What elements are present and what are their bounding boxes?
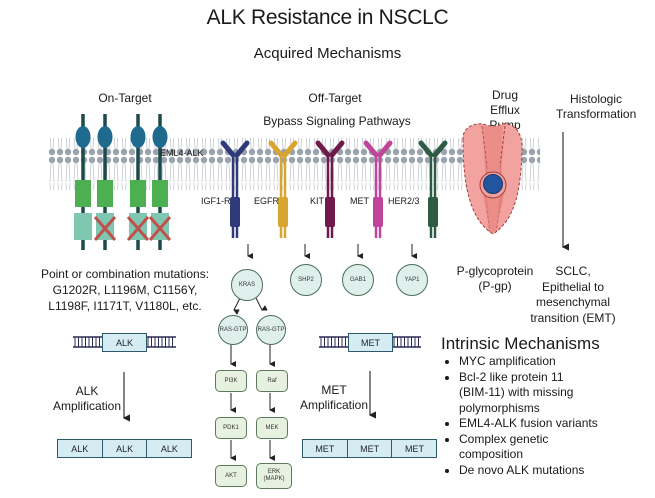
- receptor-head: [75, 126, 91, 148]
- receptor-label: IGF1-R: [201, 196, 231, 206]
- intrinsic-item: De novo ALK mutations: [459, 463, 651, 479]
- mutations-title: Point or combination mutations:: [40, 267, 210, 281]
- alk-copy: ALK: [101, 439, 148, 458]
- histologic-line: Transformation: [556, 107, 637, 121]
- drug-molecule: [483, 174, 503, 194]
- receptor-head: [97, 126, 113, 148]
- mutations-line: G1202R, L1196M, C1156Y,: [52, 283, 198, 297]
- mutation-x-icon: [93, 216, 117, 241]
- bypass-receptor: [268, 140, 298, 238]
- bypass-receptor: [418, 140, 448, 238]
- kinase-lower-domain: [74, 213, 92, 240]
- receptor-head: [152, 126, 168, 148]
- bypass-heading: Bypass Signaling Pathways: [263, 114, 411, 128]
- dna-strand: [146, 336, 176, 348]
- receptor-label: KIT: [310, 196, 325, 206]
- transformation-label: SCLC, Epithelial to mesenchymal transiti…: [528, 264, 618, 326]
- node-ras-gtp: RAS-GTP: [218, 315, 248, 345]
- pgp-label: P-glycoprotein (P-gp): [450, 264, 540, 294]
- kinase-domain: [75, 180, 91, 207]
- node-gab1: GAB1: [342, 264, 374, 296]
- kinase-domain: [97, 180, 113, 207]
- box-raf: Raf: [256, 370, 288, 392]
- transformation-line: mesenchymal: [535, 295, 611, 309]
- alk-amplified-genes: ALK ALK ALK: [56, 439, 193, 458]
- diagram-subtitle: Acquired Mechanisms: [253, 45, 402, 62]
- receptor-label: EGFR: [254, 196, 280, 206]
- bypass-receptor: [220, 140, 250, 238]
- intrinsic-item: EML4-ALK fusion variants: [459, 416, 651, 432]
- node-ras-gtp: RAS-GTP: [256, 315, 286, 345]
- kinase-domain: [130, 180, 146, 207]
- box-pdk1: PDK1: [215, 417, 247, 439]
- drug-efflux-line: Efflux: [490, 103, 520, 117]
- met-copy: MET: [346, 439, 393, 458]
- box-akt: AKT: [215, 465, 247, 487]
- dna-strand: [73, 336, 102, 348]
- met-amp-line: MET: [321, 383, 347, 397]
- cell-membrane: [48, 138, 468, 190]
- receptor-label: HER2/3: [388, 196, 420, 206]
- intrinsic-list: MYC amplification Bcl-2 like protein 11 …: [441, 354, 651, 478]
- bypass-receptor: [363, 140, 393, 238]
- receptor-label: MET: [350, 196, 369, 206]
- mutations-line: L1198F, I1171T, V1180L, etc.: [48, 299, 202, 313]
- alk-copy: ALK: [56, 439, 103, 458]
- mutation-x-icon: [126, 216, 150, 241]
- node-shp2: SHP2: [290, 264, 322, 296]
- eml4-alk-label: EML4-ALK: [160, 148, 204, 158]
- met-copy: MET: [391, 439, 438, 458]
- receptor-head: [130, 126, 146, 148]
- alk-amp-line: ALK: [75, 384, 99, 398]
- dna-strand: [319, 336, 348, 348]
- met-amp-line: Amplification: [300, 398, 369, 412]
- diagram-title: ALK Resistance in NSCLC: [206, 6, 449, 29]
- box-mek: MEK: [256, 417, 288, 439]
- cell-membrane-right: [520, 138, 540, 190]
- kras-arrow-right: [255, 297, 268, 311]
- dna-strand: [392, 336, 421, 348]
- transformation-line: Epithelial to: [541, 279, 605, 294]
- alk-gene: ALK: [102, 333, 147, 352]
- histologic-heading: Histologic Transformation: [556, 92, 636, 122]
- off-target-heading: Off-Target: [308, 91, 362, 105]
- kras-arrow-left: [233, 297, 241, 315]
- intrinsic-mechanisms: Intrinsic Mechanisms MYC amplification B…: [441, 334, 651, 478]
- alk-amplification-label: ALK Amplification: [52, 384, 122, 414]
- drug-efflux-line: Drug: [491, 88, 518, 102]
- met-amplified-genes: MET MET MET: [301, 439, 438, 458]
- met-copy: MET: [301, 439, 348, 458]
- bypass-receptor: [315, 140, 345, 238]
- eml4-alk-receptor: [93, 114, 117, 250]
- eml4-alk-receptor: [148, 114, 172, 250]
- mutations-text: Point or combination mutations: G1202R, …: [40, 266, 210, 314]
- alk-copy: ALK: [146, 439, 193, 458]
- transformation-line: transition (EMT): [530, 310, 616, 325]
- intrinsic-title: Intrinsic Mechanisms: [441, 334, 600, 353]
- mutation-x-icon: [148, 216, 172, 241]
- box-erk: ERK (MAPK): [256, 463, 292, 489]
- node-yap1: YAP1: [396, 264, 428, 296]
- intrinsic-item: Complex genetic composition: [459, 432, 569, 463]
- intrinsic-item: Bcl-2 like protein 11 (BIM-11) with miss…: [459, 370, 594, 417]
- histologic-line: Histologic: [569, 92, 623, 106]
- node-kras: KRAS: [231, 269, 263, 301]
- p-glycoprotein-pump: [462, 123, 523, 235]
- transformation-line: SCLC,: [555, 264, 591, 278]
- alk-amp-line: Amplification: [52, 399, 122, 413]
- met-gene: MET: [348, 333, 393, 352]
- eml4-alk-receptor: [74, 114, 92, 250]
- pgp-line: P-glycoprotein: [456, 264, 534, 278]
- intrinsic-item: MYC amplification: [459, 354, 651, 370]
- box-pi3k: PI3K: [215, 370, 247, 392]
- eml4-alk-receptor: [126, 114, 150, 250]
- met-amplification-label: MET Amplification: [300, 383, 368, 413]
- kinase-domain: [152, 180, 168, 207]
- on-target-heading: On-Target: [98, 91, 152, 105]
- pgp-line: (P-gp): [478, 279, 512, 293]
